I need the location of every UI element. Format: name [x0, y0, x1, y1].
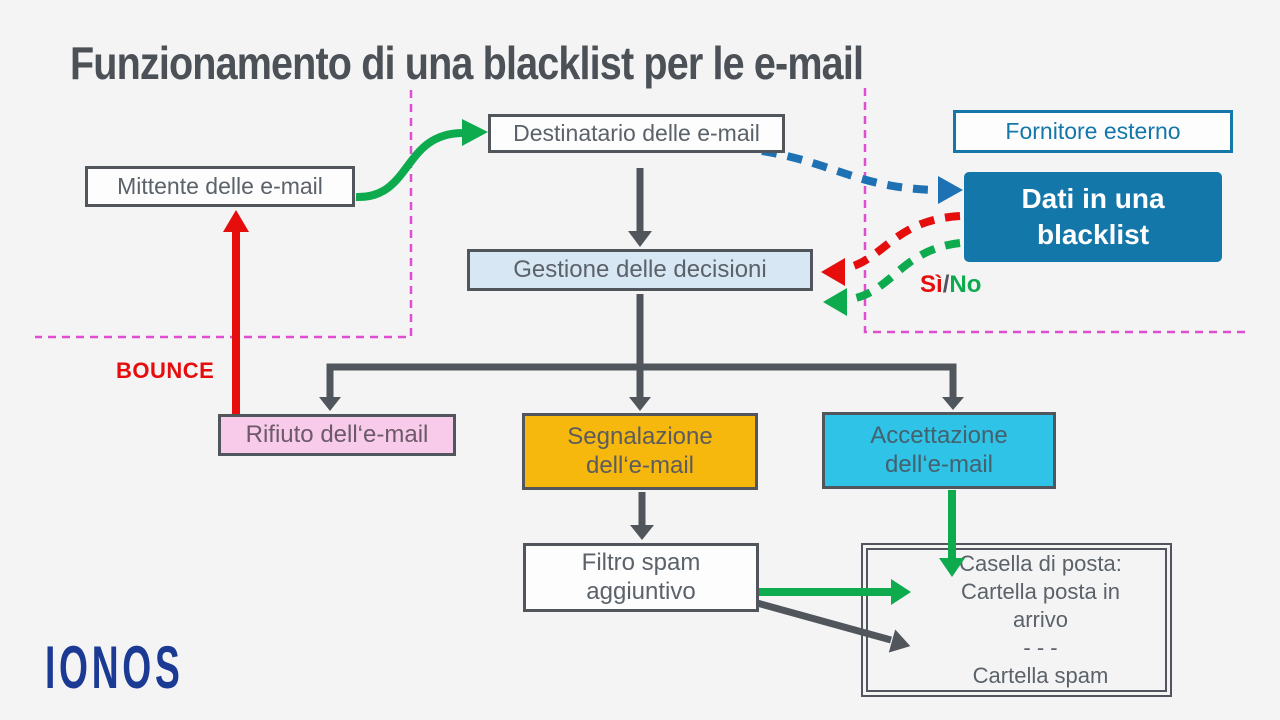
answer-yes-arrowhead-icon: [821, 258, 845, 286]
arrow-branch-rifiuto-head-icon: [319, 397, 341, 411]
green-curve-mittente-to-destinatario: [355, 129, 463, 202]
slash-text: /: [942, 271, 950, 298]
answer-yes-dashed-curve: [841, 212, 961, 273]
node-dati-blacklist: Dati in una blacklist: [964, 172, 1222, 262]
decision-branch-tree-lines: [326, 294, 957, 398]
node-gestione-decisioni: Gestione delle decisioni: [467, 249, 813, 291]
si-text: Sì: [920, 271, 943, 298]
node-casella-posta: Casella di posta: Cartella posta in arri…: [861, 543, 1172, 697]
node-mittente: Mittente delle e-mail: [85, 166, 355, 207]
arrow-branch-accettazione-head-icon: [942, 397, 964, 410]
casella-line-4: - - -: [1023, 635, 1058, 660]
green-arrowhead-destinatario-icon: [462, 119, 488, 146]
arrow-segnalazione-to-filtro-head-icon: [630, 525, 654, 540]
node-segnalazione-email: Segnalazione dell‘e-mail: [522, 413, 758, 490]
query-arrowhead-blacklist-icon: [938, 176, 963, 204]
node-destinatario: Destinatario delle e-mail: [488, 114, 785, 153]
answer-no-arrowhead-icon: [823, 288, 847, 316]
node-accettazione-email: Accettazione dell‘e-mail: [822, 412, 1056, 489]
node-rifiuto-email: Rifiuto dell‘e-mail: [218, 414, 456, 456]
ionos-logo: IONOS: [45, 634, 184, 701]
no-text: No: [949, 271, 982, 298]
casella-line-3: arrivo: [1012, 607, 1068, 632]
bounce-label: BOUNCE: [116, 358, 215, 383]
si-no-label: Sì/No: [920, 271, 981, 299]
query-dashed-curve-to-blacklist: [761, 147, 937, 194]
casella-line-1: Casella di posta:: [959, 551, 1122, 576]
node-filtro-spam: Filtro spam aggiuntivo: [523, 543, 759, 612]
node-casella-posta-inner: Casella di posta: Cartella posta in arri…: [866, 548, 1167, 692]
region-divider-left-dashed-line: [35, 90, 413, 339]
bounce-arrowhead-icon: [223, 210, 249, 232]
node-fornitore-esterno: Fornitore esterno: [953, 110, 1233, 153]
region-divider-right-dashed-line: [863, 88, 1245, 334]
arrow-destinatario-to-gestione-head-icon: [628, 231, 652, 247]
casella-line-5: Cartella spam: [972, 663, 1109, 688]
answer-no-dashed-curve: [843, 239, 961, 304]
page-title: Funzionamento di una blacklist per le e-…: [70, 37, 864, 89]
arrow-branch-segnalazione-head-icon: [629, 397, 651, 411]
casella-line-2: Cartella posta in: [961, 579, 1120, 604]
